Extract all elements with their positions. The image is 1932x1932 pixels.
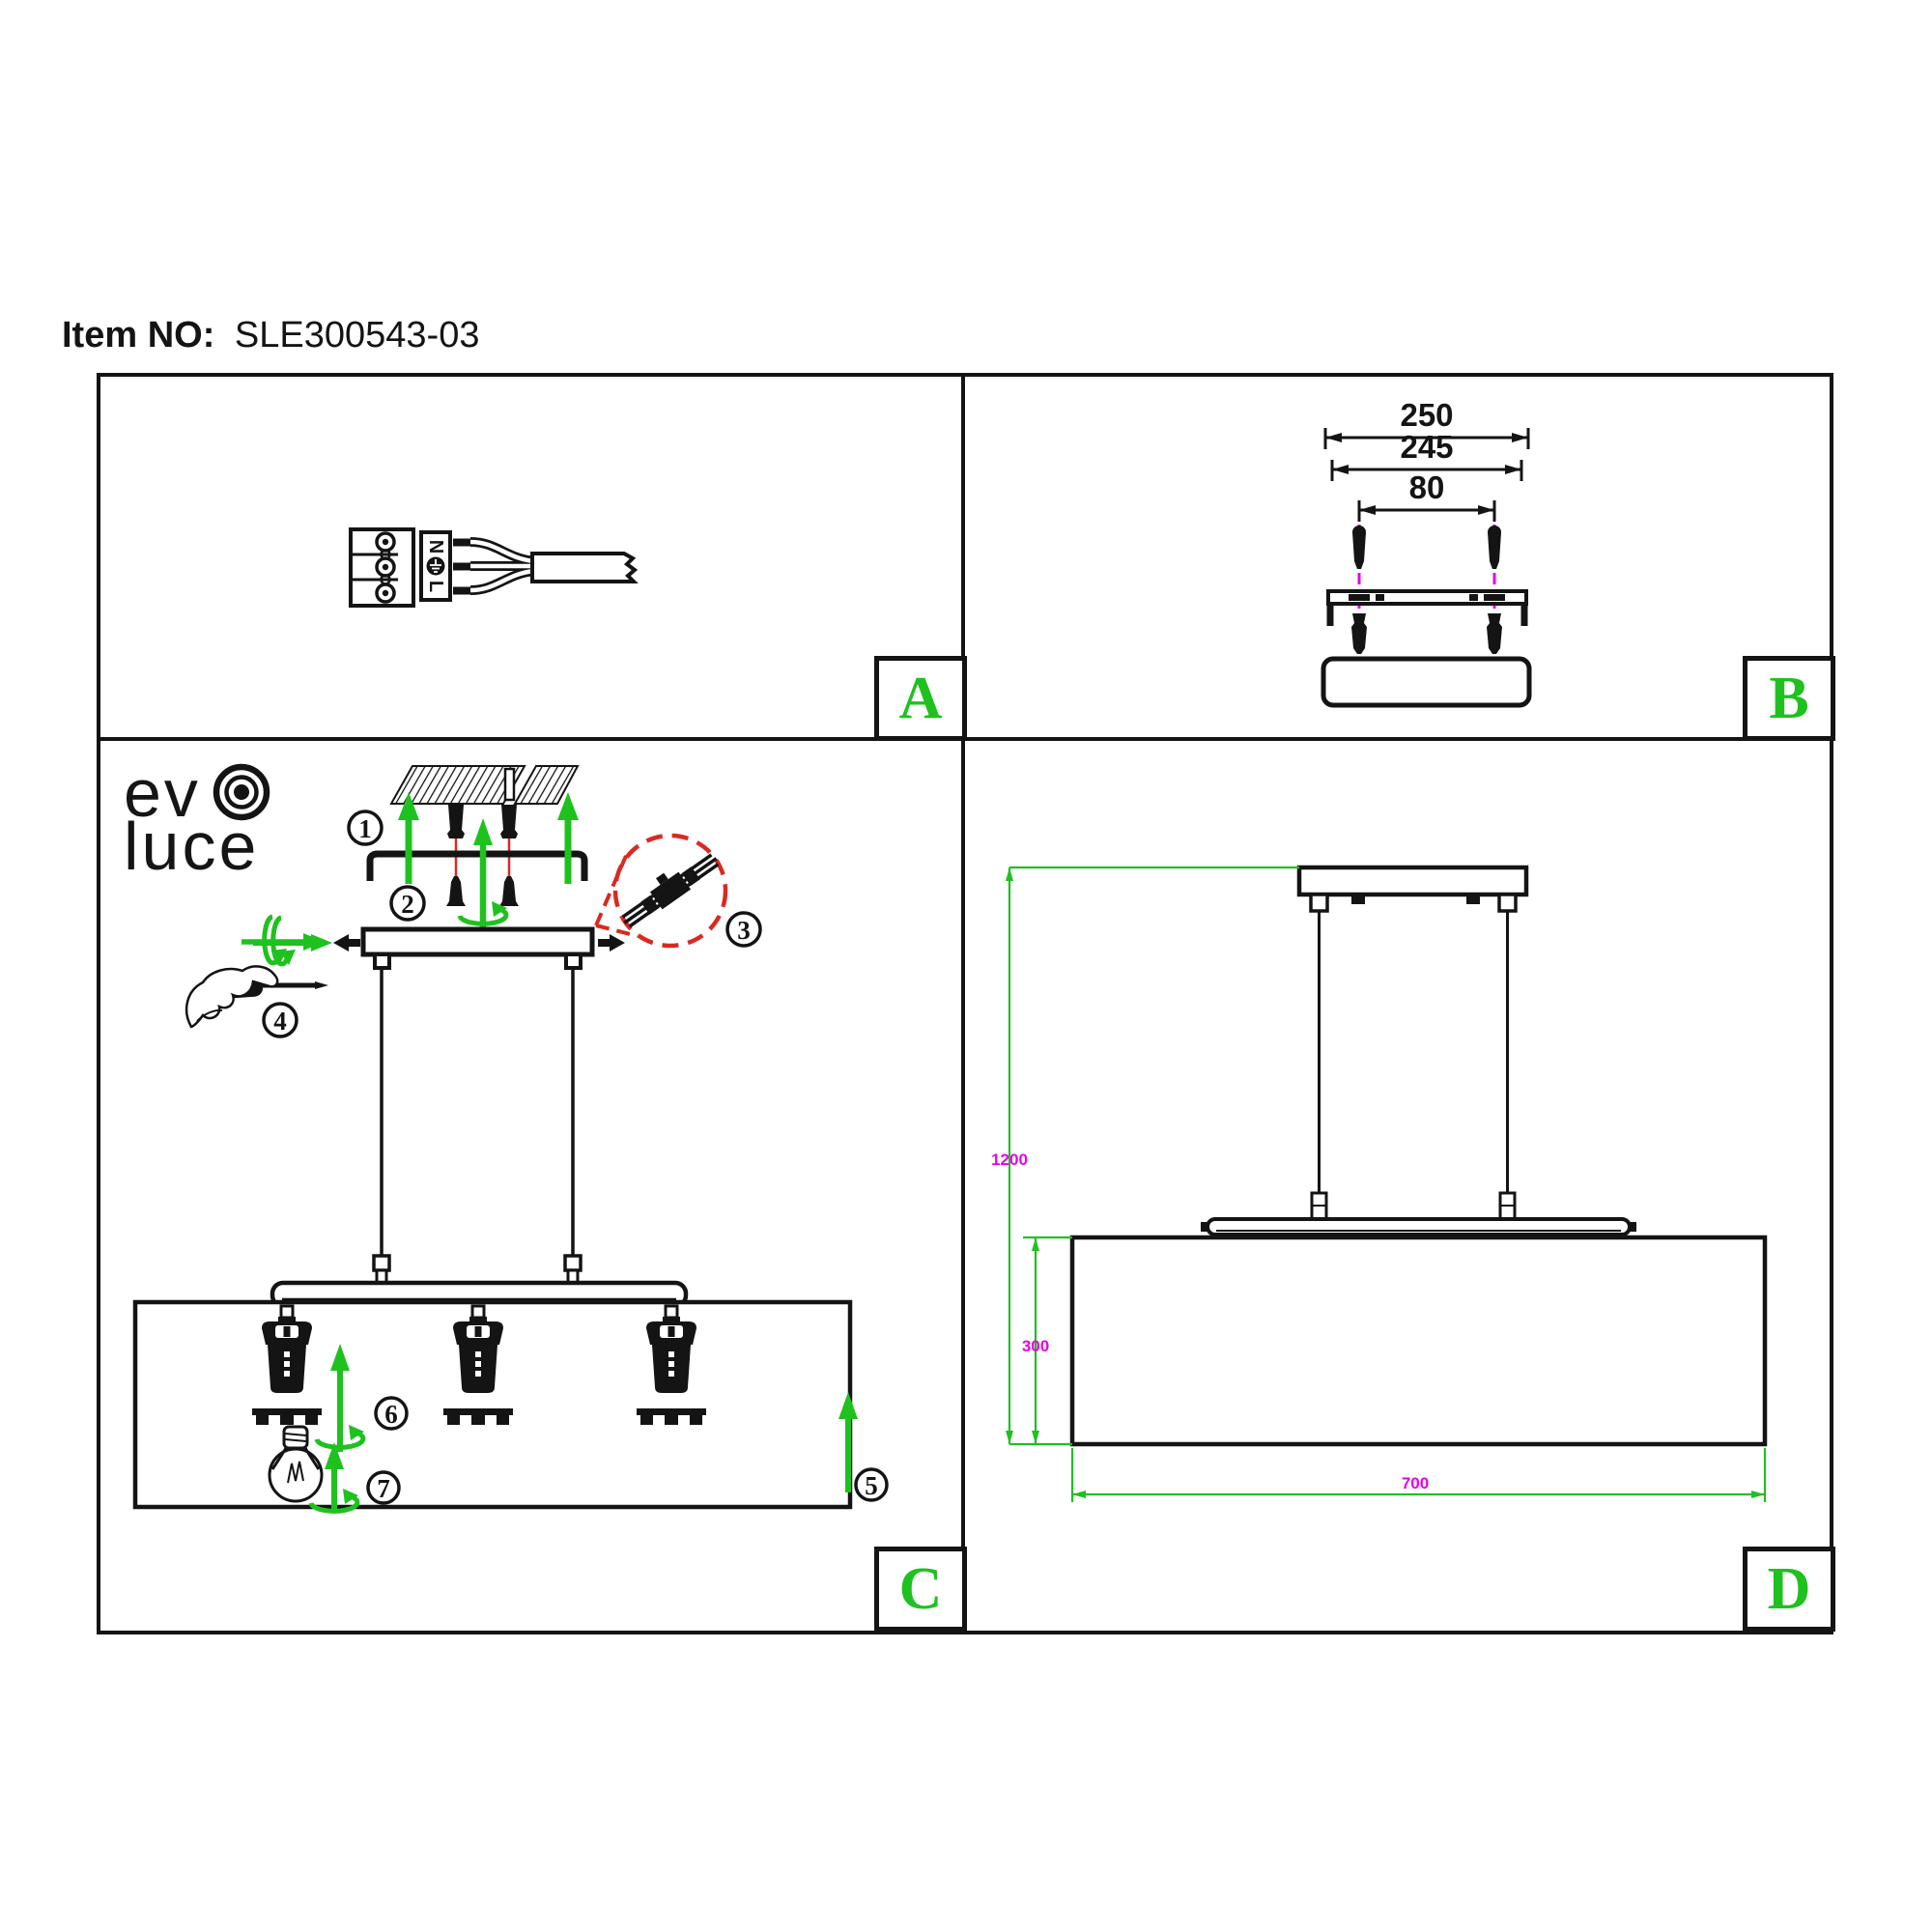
rotate-up-arrow-icon	[460, 818, 507, 930]
ring-trim	[252, 1408, 322, 1425]
brand-logo: ev luce	[124, 755, 270, 884]
dim-245-text: 245	[1400, 429, 1453, 465]
wall-anchors	[447, 805, 518, 838]
logo-target-icon	[213, 763, 270, 821]
up-arrow-icon	[838, 1392, 858, 1492]
wire-connector-callout	[594, 833, 728, 949]
suspension-rods	[1310, 911, 1517, 1221]
panel-c-label: C	[874, 1547, 967, 1632]
rotate-up-arrow-icon	[311, 1442, 358, 1512]
grid-vertical-divider	[961, 373, 965, 1631]
terminal-label-n: N	[425, 540, 446, 554]
svg-text:4: 4	[273, 1007, 287, 1036]
wire-connector-icon	[621, 853, 720, 928]
terminal-label-l: L	[425, 581, 446, 592]
ring-trim	[443, 1408, 513, 1425]
slide-left-arrow-icon	[333, 934, 360, 952]
step-4-badge: 4	[262, 1002, 298, 1038]
hand-screwdriver-icon	[185, 917, 328, 1029]
lamp-bar	[1201, 1217, 1636, 1236]
wires	[453, 537, 535, 595]
slide-right-arrow-icon	[598, 934, 625, 952]
ceiling-hatch	[389, 765, 580, 805]
mounting-bracket	[1326, 589, 1528, 626]
logo-line2: luce	[124, 809, 259, 884]
dimension-245: 245	[1330, 429, 1523, 481]
dimension-250: 250	[1323, 397, 1530, 449]
svg-text:2: 2	[401, 890, 414, 919]
ceiling-canopy	[1321, 656, 1532, 708]
terminal-screws	[375, 531, 396, 604]
panel-c-assembly-steps: ev luce	[124, 755, 889, 1629]
panel-b-label: B	[1743, 656, 1835, 741]
screw-centerlines	[1357, 525, 1496, 631]
panel-a-label: A	[874, 656, 967, 741]
bulb-icon	[268, 1425, 324, 1503]
terminal-label-plate: N L	[419, 530, 452, 602]
up-arrow-icon	[398, 792, 419, 884]
step-7-badge: 7	[366, 1470, 401, 1505]
step-3-badge: 3	[725, 911, 762, 948]
suspension-rods	[372, 968, 582, 1285]
svg-text:1: 1	[358, 814, 372, 843]
lamp-shade	[1069, 1235, 1768, 1447]
bracket-screws	[446, 876, 519, 906]
step-5-badge: 5	[854, 1467, 889, 1502]
earth-ground-icon	[426, 556, 445, 576]
up-arrow-icon	[557, 792, 579, 884]
mounting-bracket	[366, 850, 588, 881]
wall-anchors	[1351, 613, 1502, 654]
power-cable	[530, 552, 639, 583]
ring-trim	[637, 1408, 706, 1425]
grid-border	[97, 373, 1833, 1634]
ceiling-canopy	[360, 926, 595, 970]
terminal-block	[349, 527, 415, 608]
svg-text:5: 5	[865, 1471, 878, 1500]
svg-text:6: 6	[384, 1400, 398, 1429]
logo-line1: ev	[124, 755, 201, 831]
dimension-width: 700	[1070, 1448, 1767, 1502]
ceiling-canopy	[1296, 865, 1529, 913]
panel-d-label: D	[1743, 1547, 1835, 1632]
item-number-label: Item NO:	[62, 315, 215, 355]
panel-d-fixture-dimensions: 1200 300 700	[991, 865, 1768, 1502]
panel-b-mounting-dimensions: 250 245 80	[1321, 397, 1532, 708]
dim-width-text: 700	[1402, 1474, 1429, 1492]
step-1-badge: 1	[347, 810, 384, 846]
dimension-total-height: 1200	[991, 866, 1299, 1446]
dim-shade-height-text: 300	[1022, 1337, 1049, 1355]
dim-total-height-text: 1200	[991, 1151, 1028, 1169]
step-2-badge: 2	[389, 885, 426, 922]
dim-80-text: 80	[1409, 469, 1445, 505]
dim-250-text: 250	[1400, 397, 1453, 433]
svg-text:7: 7	[377, 1474, 390, 1503]
svg-text:3: 3	[737, 916, 751, 945]
item-number-line: Item NO: SLE300543-03	[62, 315, 479, 356]
rotate-up-arrow-icon	[317, 1344, 364, 1452]
mounting-screws	[1352, 526, 1501, 569]
step-6-badge: 6	[374, 1396, 409, 1431]
panel-a-wiring-diagram: N L	[349, 527, 639, 608]
dimension-80: 80	[1357, 469, 1496, 522]
item-number-value: SLE300543-03	[234, 315, 480, 355]
dimension-shade-height: 300	[1022, 1236, 1072, 1444]
